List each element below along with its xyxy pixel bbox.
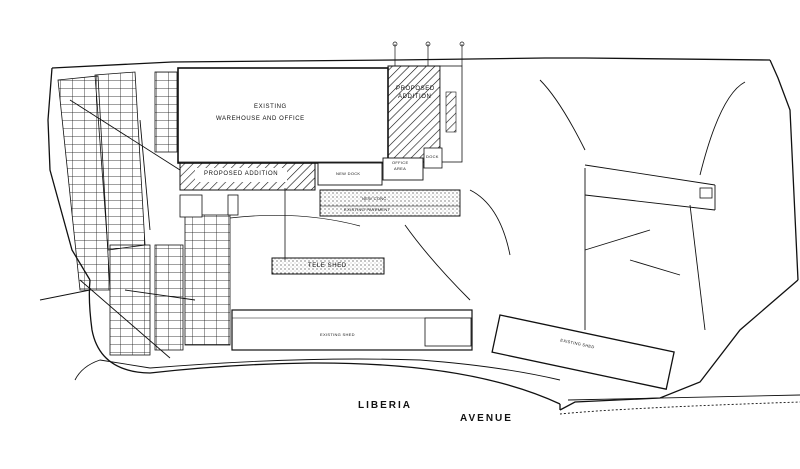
- office-area-line2: AREA: [394, 166, 407, 171]
- existing-shed-east: [491, 314, 675, 390]
- driveway-lines: [404, 79, 746, 331]
- existing-shed-label: EXISTING SHED: [320, 332, 355, 337]
- driveway-marker: [699, 187, 713, 199]
- dock-box: [423, 147, 443, 169]
- parking-stalls-west: [57, 71, 231, 356]
- proposed-addition-south-line1: PROPOSED: [204, 171, 243, 177]
- proposed-addition-east-line1: PROPOSED: [396, 86, 435, 92]
- teleshed: [271, 257, 385, 275]
- new-concrete-label: NEW CONC.: [362, 196, 389, 201]
- existing-pavement-label: EXISTING PAVEMENT: [344, 207, 391, 212]
- proposed-addition-east-line2: ADDITION: [398, 94, 432, 100]
- dock-label: DOCK: [426, 154, 439, 159]
- office-area: [382, 157, 424, 181]
- existing-warehouse-building: [177, 67, 389, 164]
- dimension-marks: [392, 41, 465, 66]
- parking-drive-lines: [39, 99, 196, 359]
- office-area-line1: OFFICE: [392, 160, 409, 165]
- existing-building-subtitle: WAREHOUSE AND OFFICE: [216, 116, 305, 122]
- teleshed-label: TELE SHED: [308, 263, 347, 269]
- proposed-addition-south-label: PROPOSED ADDITION: [204, 171, 278, 177]
- street-name-part2: AVENUE: [460, 413, 513, 424]
- new-dock-label: NEW DOCK: [336, 171, 361, 176]
- new-concrete-area: [319, 189, 461, 217]
- new-dock: [317, 162, 383, 186]
- existing-building-title: EXISTING: [254, 104, 287, 110]
- aux-box-2: [179, 194, 203, 218]
- street-name-part1: LIBERIA: [358, 400, 412, 411]
- proposed-addition-south-line2: ADDITION: [244, 171, 279, 177]
- street-edge: [74, 358, 800, 415]
- aux-box-1: [227, 194, 239, 216]
